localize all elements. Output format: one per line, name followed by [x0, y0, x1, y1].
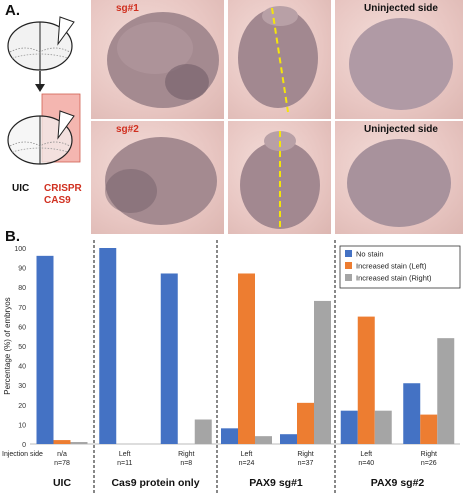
- schematic-embryo-top: [7, 16, 75, 71]
- y-tick-label: 90: [18, 266, 26, 273]
- group-label: Cas9 protein only: [111, 477, 199, 489]
- x-tick-label: Right: [297, 451, 313, 458]
- legend-label: Increased stain (Left): [356, 262, 427, 271]
- embryo-photo-sg1-dorsal: [228, 0, 331, 119]
- legend-swatch: [345, 262, 352, 269]
- bar-uic-n-a-series-2: [70, 442, 88, 444]
- sample-size-label: n=11: [117, 460, 132, 467]
- sample-size-label: n=78: [54, 460, 70, 467]
- x-tick-label: Right: [421, 451, 437, 458]
- embryo-photo-sg2-lateral: [91, 121, 224, 234]
- group-label: PAX9 sg#1: [249, 477, 303, 489]
- sample-size-label: n=8: [180, 460, 192, 467]
- legend-box: [339, 245, 461, 289]
- x-tick-label: Left: [360, 451, 372, 458]
- y-tick-label: 70: [18, 305, 26, 312]
- embryo-photo-uninjected-1: [335, 0, 463, 119]
- embryo-photo-sg1-lateral: [91, 0, 224, 119]
- bar-pax9-sg-1-right-series-1: [297, 402, 314, 444]
- bar-cas9-protein-only-right-series-2: [194, 419, 212, 444]
- photo-label-sg1: sg#1: [116, 3, 139, 14]
- bar-pax9-sg-1-left-series-0: [221, 428, 238, 444]
- bar-pax9-sg-1-right-series-2: [314, 300, 331, 444]
- legend-swatch: [345, 274, 352, 281]
- sample-size-label: n=37: [298, 460, 314, 467]
- legend-label: No stain: [356, 250, 384, 259]
- bar-pax9-sg-2-left-series-0: [340, 410, 358, 444]
- schematic-diagram: [7, 16, 81, 165]
- bar-pax9-sg-1-right-series-0: [280, 434, 297, 444]
- bar-chart: Percentage (%) of embryos 0 10 20 30 40 50 60 70…: [2, 240, 461, 494]
- x-axis-caption: Injection side: [2, 451, 43, 458]
- y-tick-label: 50: [18, 344, 26, 351]
- bar-uic-n-a-series-0: [36, 255, 54, 444]
- bar-pax9-sg-1-left-series-1: [238, 273, 255, 444]
- photo-label-sg2: sg#2: [116, 124, 139, 135]
- group-label: PAX9 sg#2: [371, 477, 425, 489]
- legend-swatch: [345, 250, 352, 257]
- y-tick-label: 60: [18, 324, 26, 331]
- y-tick-label: 0: [22, 442, 26, 449]
- schematic-embryo-bottom: [7, 110, 75, 165]
- legend-label: Increased stain (Right): [356, 274, 432, 283]
- y-axis-label: Percentage (%) of embryos: [3, 297, 12, 394]
- bar-cas9-protein-only-left-series-0: [99, 248, 117, 444]
- bar-pax9-sg-2-left-series-2: [374, 410, 392, 444]
- sample-size-label: n=24: [239, 460, 255, 467]
- photo-label-uninjected-2: Uninjected side: [364, 124, 438, 135]
- bar-pax9-sg-2-right-series-1: [420, 414, 438, 444]
- bar-pax9-sg-1-left-series-2: [255, 436, 272, 444]
- bar-pax9-sg-2-right-series-2: [437, 338, 455, 444]
- y-tick-label: 30: [18, 383, 26, 390]
- midline-dashed-line: [271, 7, 289, 113]
- sample-size-label: n=26: [421, 460, 437, 467]
- bar-pax9-sg-2-right-series-0: [403, 383, 421, 444]
- panel-a-letter: A.: [5, 2, 20, 19]
- bar-cas9-protein-only-right-series-0: [160, 273, 178, 444]
- y-tick-label: 40: [18, 364, 26, 371]
- x-tick-label: Left: [241, 451, 253, 458]
- schematic-label-uic: UIC: [12, 183, 30, 194]
- sample-size-label: n=40: [358, 460, 374, 467]
- panel-b-letter: B.: [5, 228, 20, 245]
- photo-label-uninjected-1: Uninjected side: [364, 3, 438, 14]
- y-tick-label: 80: [18, 285, 26, 292]
- embryo-photo-sg2-dorsal: [228, 121, 331, 234]
- y-tick-label: 20: [18, 403, 26, 410]
- bar-pax9-sg-2-left-series-1: [357, 316, 375, 444]
- x-tick-label: Left: [119, 451, 131, 458]
- schematic-label-cas9: CAS9: [44, 195, 71, 206]
- y-tick-label: 100: [14, 246, 26, 253]
- y-tick-label: 10: [18, 422, 26, 429]
- schematic-label-crispr: CRISPR: [44, 183, 82, 194]
- x-tick-label: n/a: [57, 451, 67, 458]
- arrow-down-icon: [35, 71, 45, 92]
- embryo-photo-uninjected-2: [335, 121, 463, 234]
- group-label: UIC: [53, 477, 72, 489]
- bar-uic-n-a-series-1: [53, 440, 71, 444]
- x-tick-label: Right: [178, 451, 194, 458]
